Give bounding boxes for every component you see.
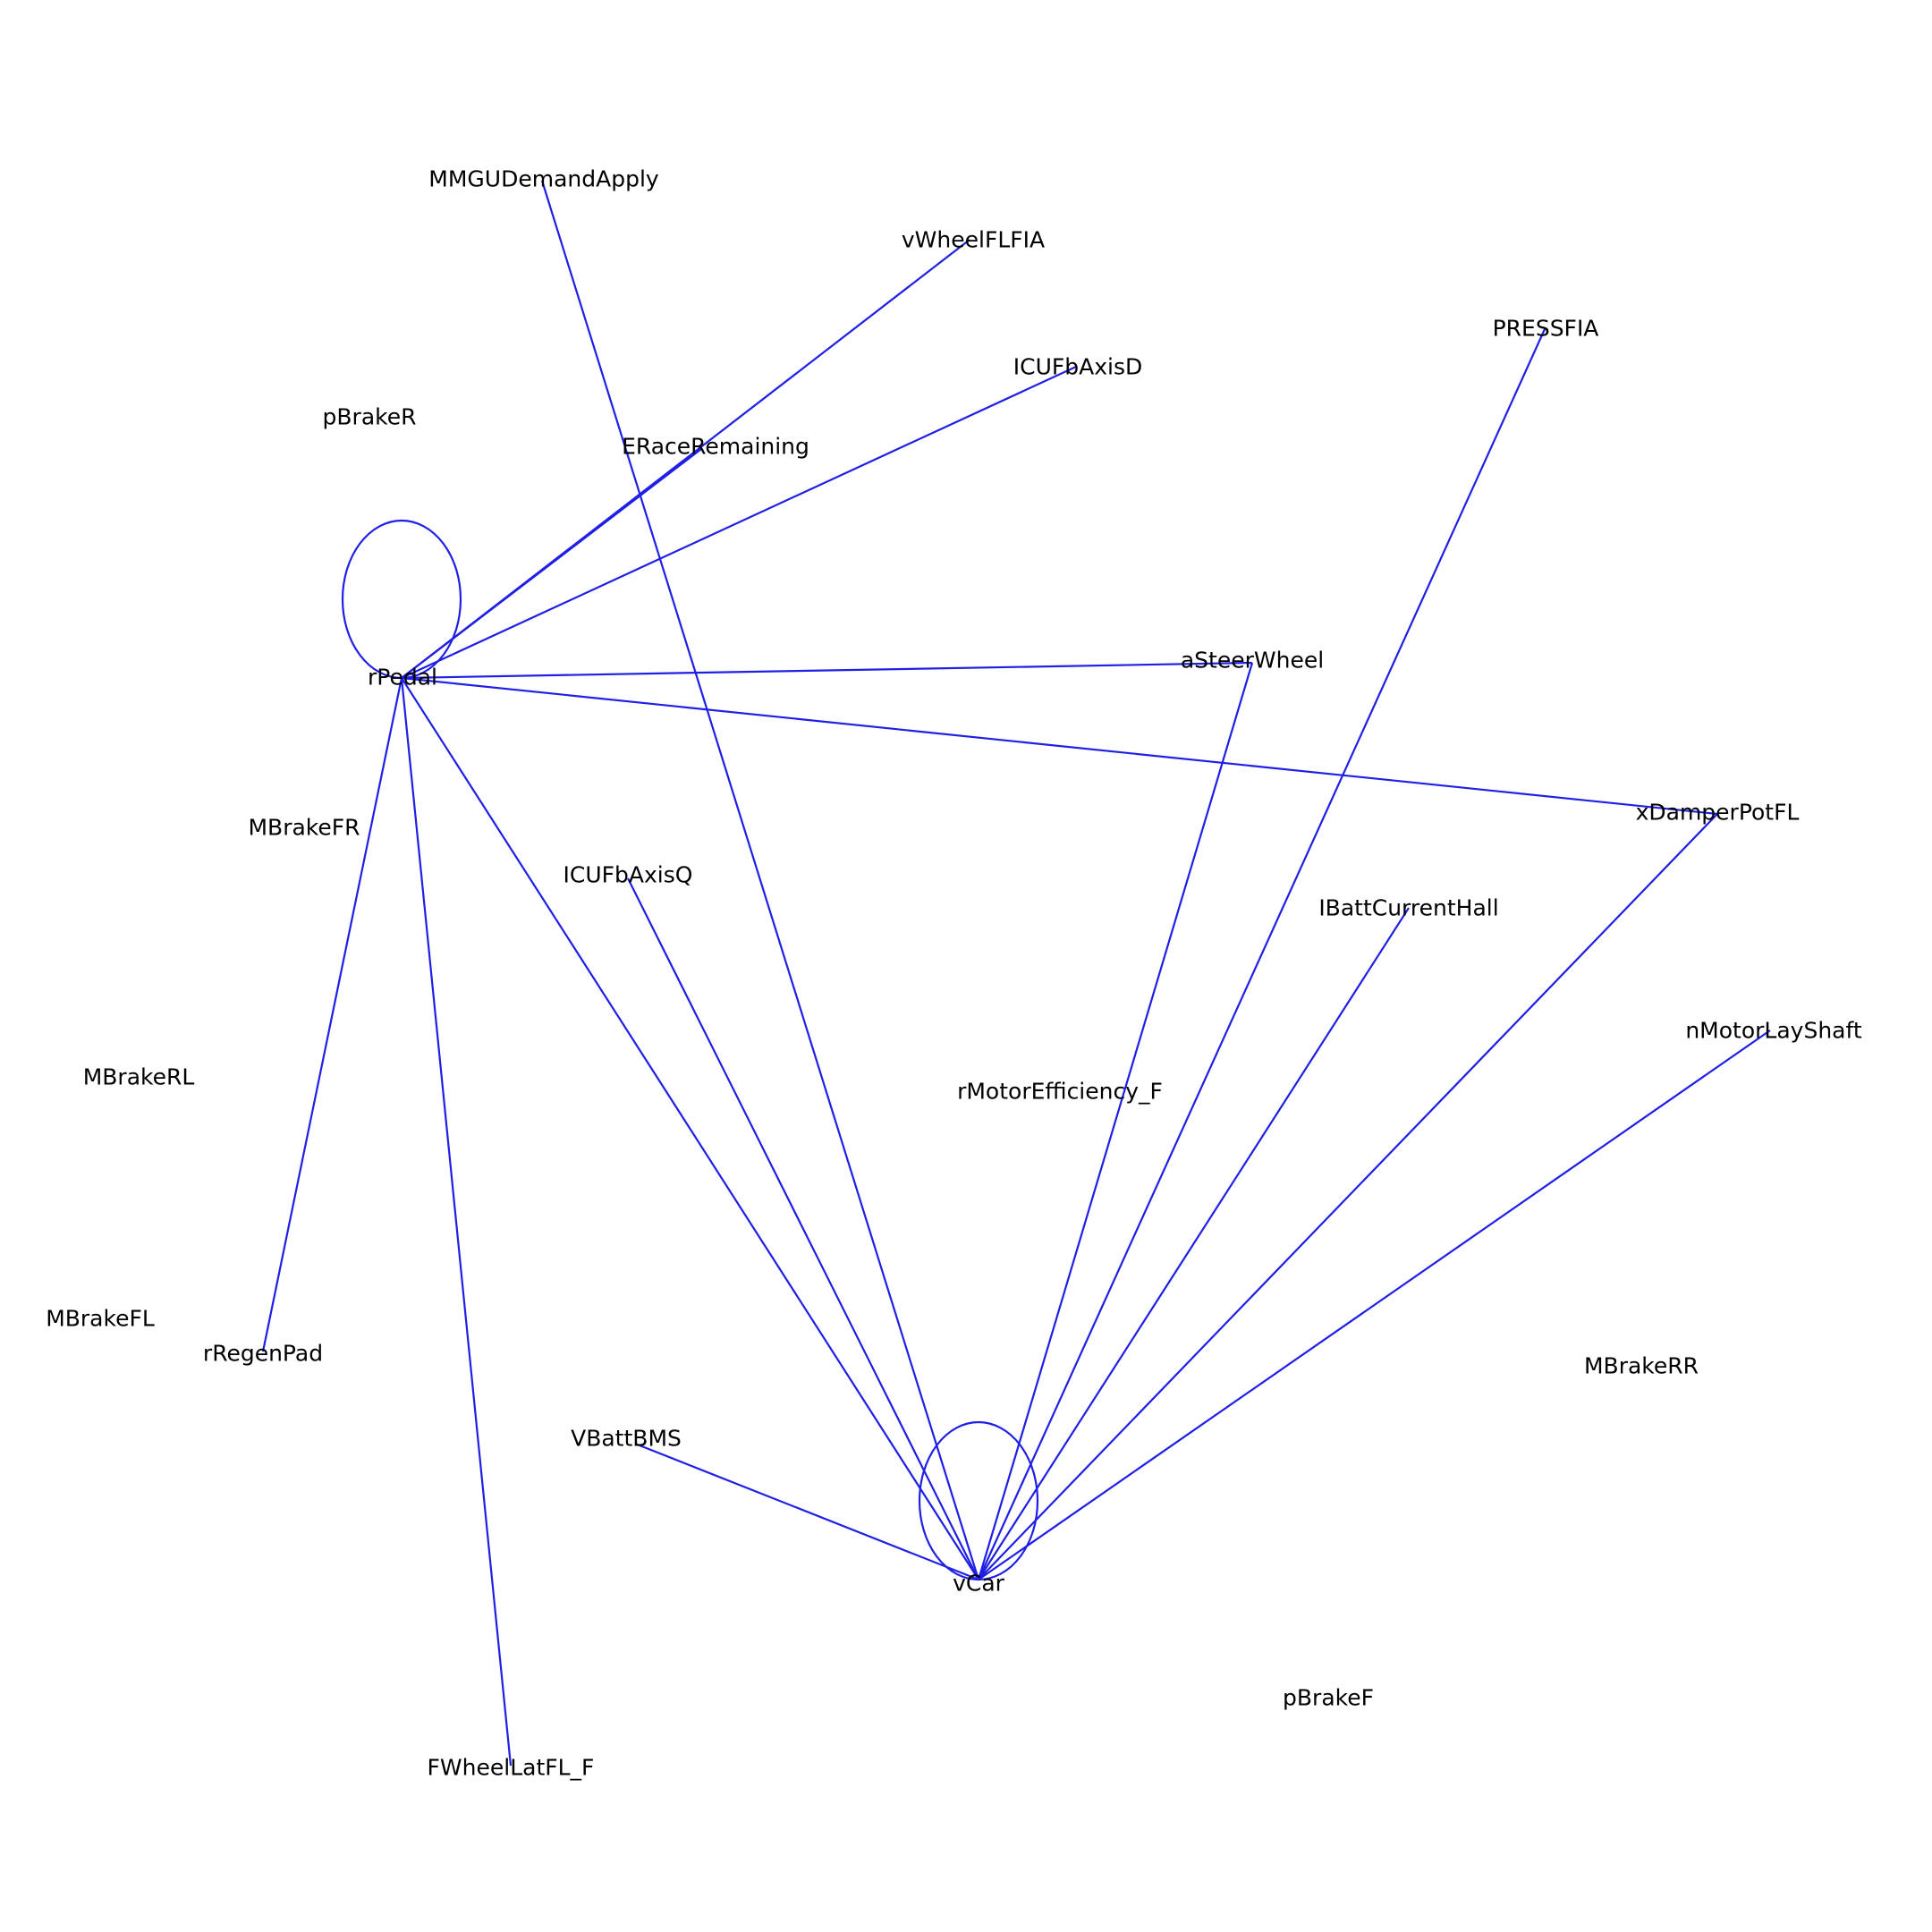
node-label-layer: MMGUDemandApply vWheelFLFIA PRESSFIA ICUFbA…: [46, 166, 1862, 1781]
edge-vCar-ICUFbAxisQ: [627, 877, 979, 1580]
node-label-vCar: vCar: [953, 1571, 1005, 1597]
edge-rPedal-rRegenPad: [261, 677, 403, 1352]
node-label-FWheelLatFL_F: FWheelLatFL_F: [428, 1755, 595, 1781]
node-label-ERaceRemaining: ERaceRemaining: [622, 434, 809, 460]
edge-rPedal-FWheelLatFL_F: [400, 677, 513, 1767]
node-label-MBrakeRR: MBrakeRR: [1584, 1353, 1699, 1379]
node-label-ICUFbAxisQ: ICUFbAxisQ: [564, 862, 693, 888]
edge-vCar-xDamperPotFL: [978, 813, 1718, 1580]
edge-rPedal-vCar: [401, 677, 979, 1580]
node-label-IBattCurrentHall: IBattCurrentHall: [1318, 895, 1498, 921]
node-label-pBrakeR: pBrakeR: [323, 404, 417, 430]
node-label-MBrakeFR: MBrakeFR: [248, 815, 360, 841]
node-label-rPedal: rPedal: [368, 665, 437, 691]
node-label-nMotorLayShaft: nMotorLayShaft: [1685, 1018, 1862, 1044]
edge-rPedal-xDamperPotFL: [401, 676, 1718, 816]
edge-rPedal-ERaceRemaining: [401, 448, 702, 679]
edge-vCar-aSteerWheel: [977, 662, 1254, 1580]
node-label-MBrakeFL: MBrakeFL: [46, 1306, 155, 1332]
edge-vCar-PRESSFIA: [977, 328, 1546, 1580]
node-label-MMGUDemandApply: MMGUDemandApply: [428, 166, 659, 192]
edge-layer: [261, 180, 1771, 1767]
node-label-xDamperPotFL: xDamperPotFL: [1636, 800, 1800, 826]
node-label-rMotorEfficiency_F: rMotorEfficiency_F: [957, 1079, 1163, 1105]
node-label-vWheelFLFIA: vWheelFLFIA: [902, 227, 1045, 253]
node-label-rRegenPad: rRegenPad: [203, 1341, 323, 1367]
edge-vCar-nMotorLayShaft: [978, 1030, 1771, 1580]
node-label-pBrakeF: pBrakeF: [1283, 1685, 1374, 1711]
self-loop-edge-rPedal: [341, 519, 462, 680]
node-label-ICUFbAxisD: ICUFbAxisD: [1013, 354, 1143, 380]
node-label-VBattBMS: VBattBMS: [571, 1426, 682, 1452]
edge-rPedal-ICUFbAxisD: [401, 366, 1077, 679]
edge-rPedal-aSteerWheel: [401, 661, 1253, 680]
edge-vCar-VBattBMS: [634, 1442, 979, 1581]
node-label-aSteerWheel: aSteerWheel: [1181, 648, 1324, 674]
node-label-PRESSFIA: PRESSFIA: [1493, 316, 1599, 342]
node-label-MBrakeRL: MBrakeRL: [83, 1064, 195, 1090]
edge-vCar-MMGUDemandApply: [540, 180, 980, 1580]
edge-vCar-IBattCurrentHall: [978, 907, 1410, 1580]
